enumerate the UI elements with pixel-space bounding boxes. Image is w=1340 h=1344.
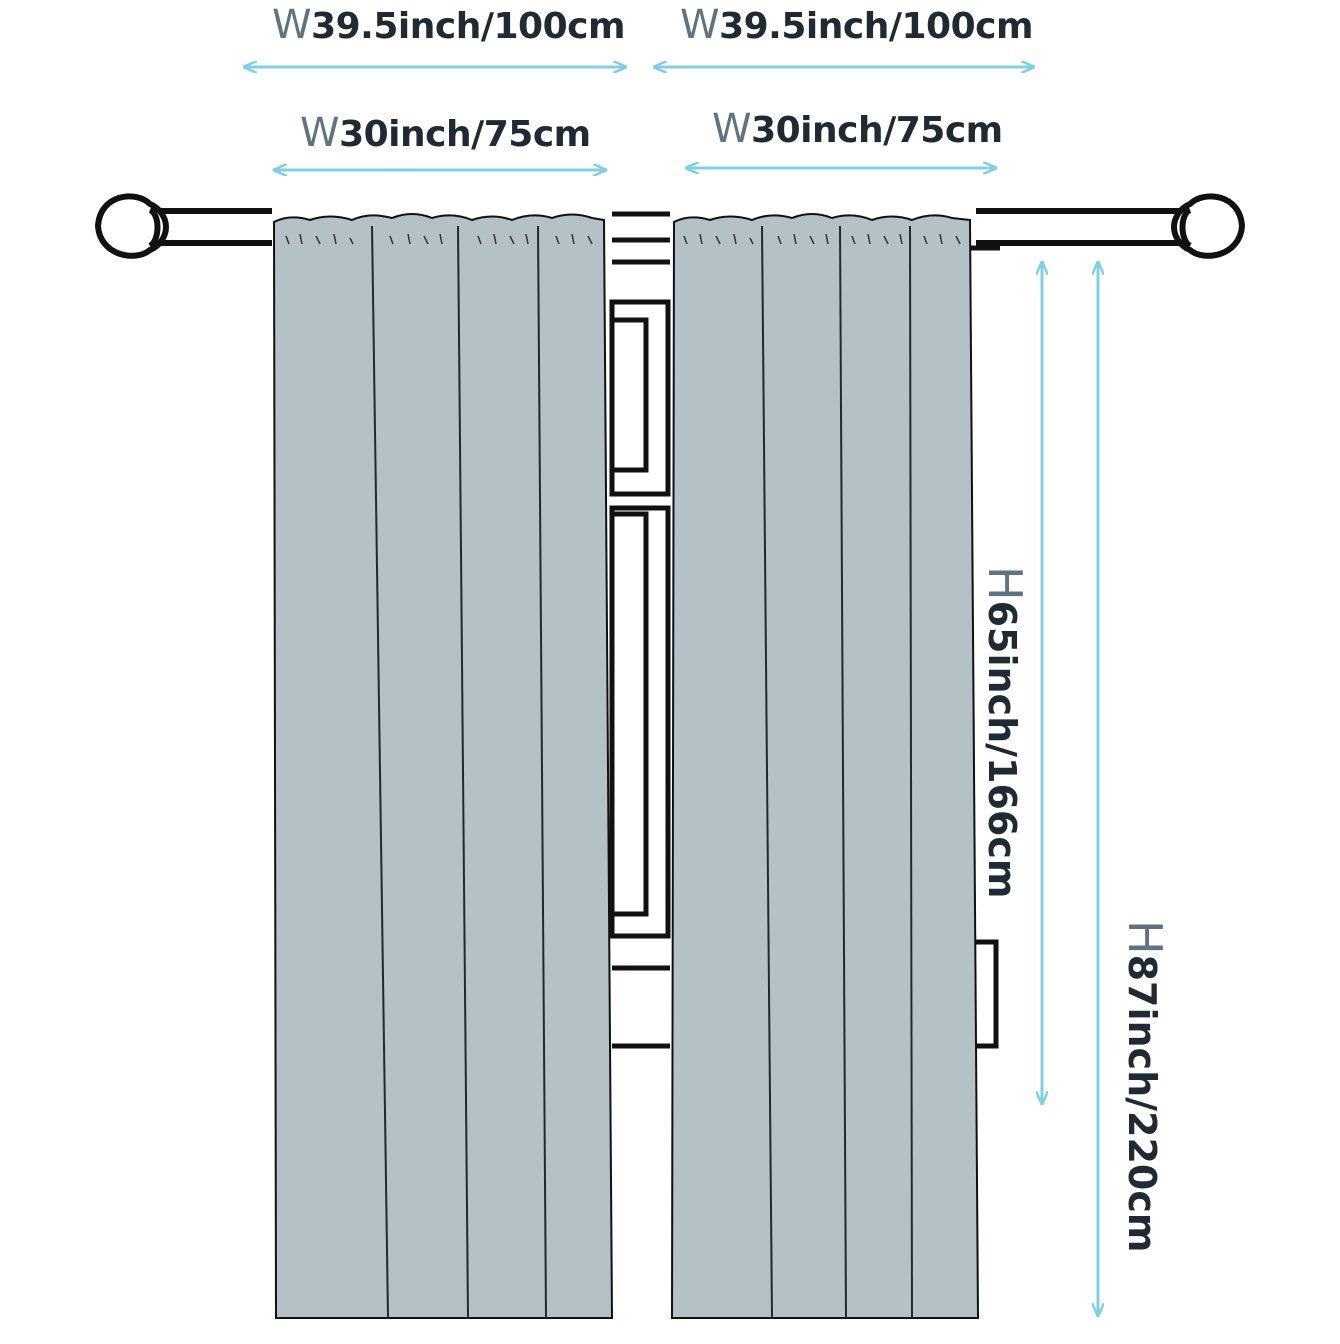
curtain-rod-icon xyxy=(150,208,1180,246)
rod-finial-icon xyxy=(1170,193,1246,259)
width-prefix: W xyxy=(712,106,752,152)
height-short-label: H65inch/166cm xyxy=(978,566,1032,898)
width-value: 39.5inch/100cm xyxy=(311,6,625,47)
height-value: 65inch/166cm xyxy=(980,600,1024,899)
width-flat-left-label: W30inch/75cm xyxy=(300,110,591,156)
width-prefix: W xyxy=(300,110,340,156)
rod-finial-icon xyxy=(94,193,170,259)
width-prefix: W xyxy=(272,2,312,48)
width-full-right-label: W39.5inch/100cm xyxy=(680,2,1033,48)
right-curtain-panel xyxy=(670,213,980,1319)
height-long-label: H87inch/220cm xyxy=(1118,920,1172,1252)
width-value: 39.5inch/100cm xyxy=(719,6,1033,47)
height-prefix: H xyxy=(978,566,1032,601)
width-value: 30inch/75cm xyxy=(339,114,591,155)
height-prefix: H xyxy=(1118,920,1172,955)
width-prefix: W xyxy=(680,2,720,48)
window-frame-icon xyxy=(609,211,1000,1049)
height-value: 87inch/220cm xyxy=(1120,954,1164,1253)
dimension-arrows xyxy=(244,67,1098,1316)
width-flat-right-label: W30inch/75cm xyxy=(712,106,1003,152)
left-curtain-panel xyxy=(272,213,614,1319)
width-value: 30inch/75cm xyxy=(751,110,1003,151)
width-full-left-label: W39.5inch/100cm xyxy=(272,2,625,48)
